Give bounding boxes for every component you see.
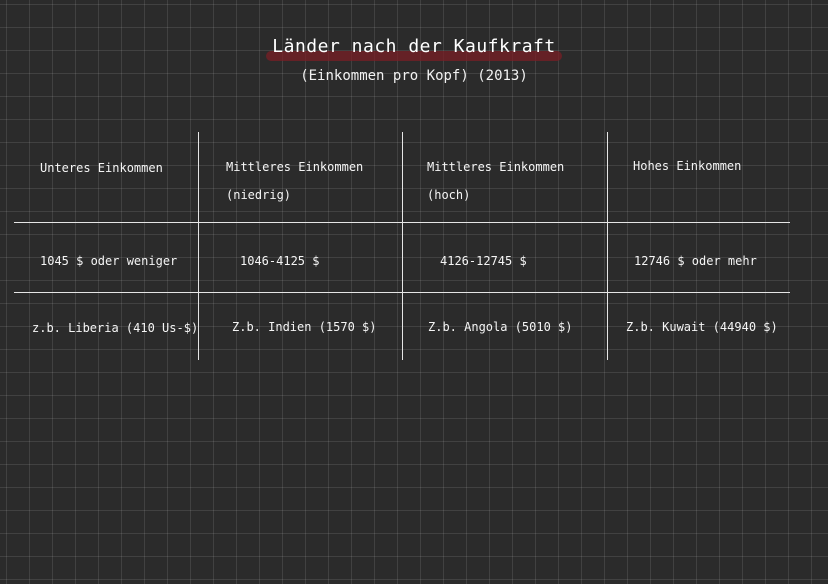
header-col-4-line-1: Hohes Einkommen	[633, 159, 742, 173]
title-wrap: Länder nach der Kaufkraft	[0, 36, 828, 61]
column-divider-3	[607, 132, 608, 360]
example-cell-1: z.b. Liberia (410 Us-$)	[32, 321, 199, 335]
range-cell-4: 12746 $ oder mehr	[634, 254, 757, 268]
header-col-3-line-1: Mittleres Einkommen	[427, 160, 565, 174]
example-cell-4: Z.b. Kuwait (44940 $)	[626, 320, 778, 334]
header-col-3-line-2: (hoch)	[427, 188, 471, 202]
row-divider-1	[14, 222, 790, 223]
page-title: Länder nach der Kaufkraft	[266, 36, 562, 61]
header-col-2-line-2: (niedrig)	[226, 188, 292, 202]
income-table: Unteres Einkommen Mittleres Einkommen (n…	[14, 132, 790, 360]
range-cell-1: 1045 $ oder weniger	[40, 254, 178, 268]
header-col-1-line-1: Unteres Einkommen	[40, 161, 163, 175]
title-highlight	[266, 51, 562, 61]
page-title-text: Länder nach der Kaufkraft	[272, 36, 556, 57]
range-cell-3: 4126-12745 $	[440, 254, 527, 268]
page-subtitle: (Einkommen pro Kopf) (2013)	[300, 68, 528, 84]
range-cell-2: 1046-4125 $	[240, 254, 320, 268]
example-cell-2: Z.b. Indien (1570 $)	[232, 320, 377, 334]
header-col-2-line-1: Mittleres Einkommen	[226, 160, 364, 174]
column-divider-1	[198, 132, 199, 360]
column-divider-2	[402, 132, 403, 360]
row-divider-2	[14, 292, 790, 293]
example-cell-3: Z.b. Angola (5010 $)	[428, 320, 573, 334]
